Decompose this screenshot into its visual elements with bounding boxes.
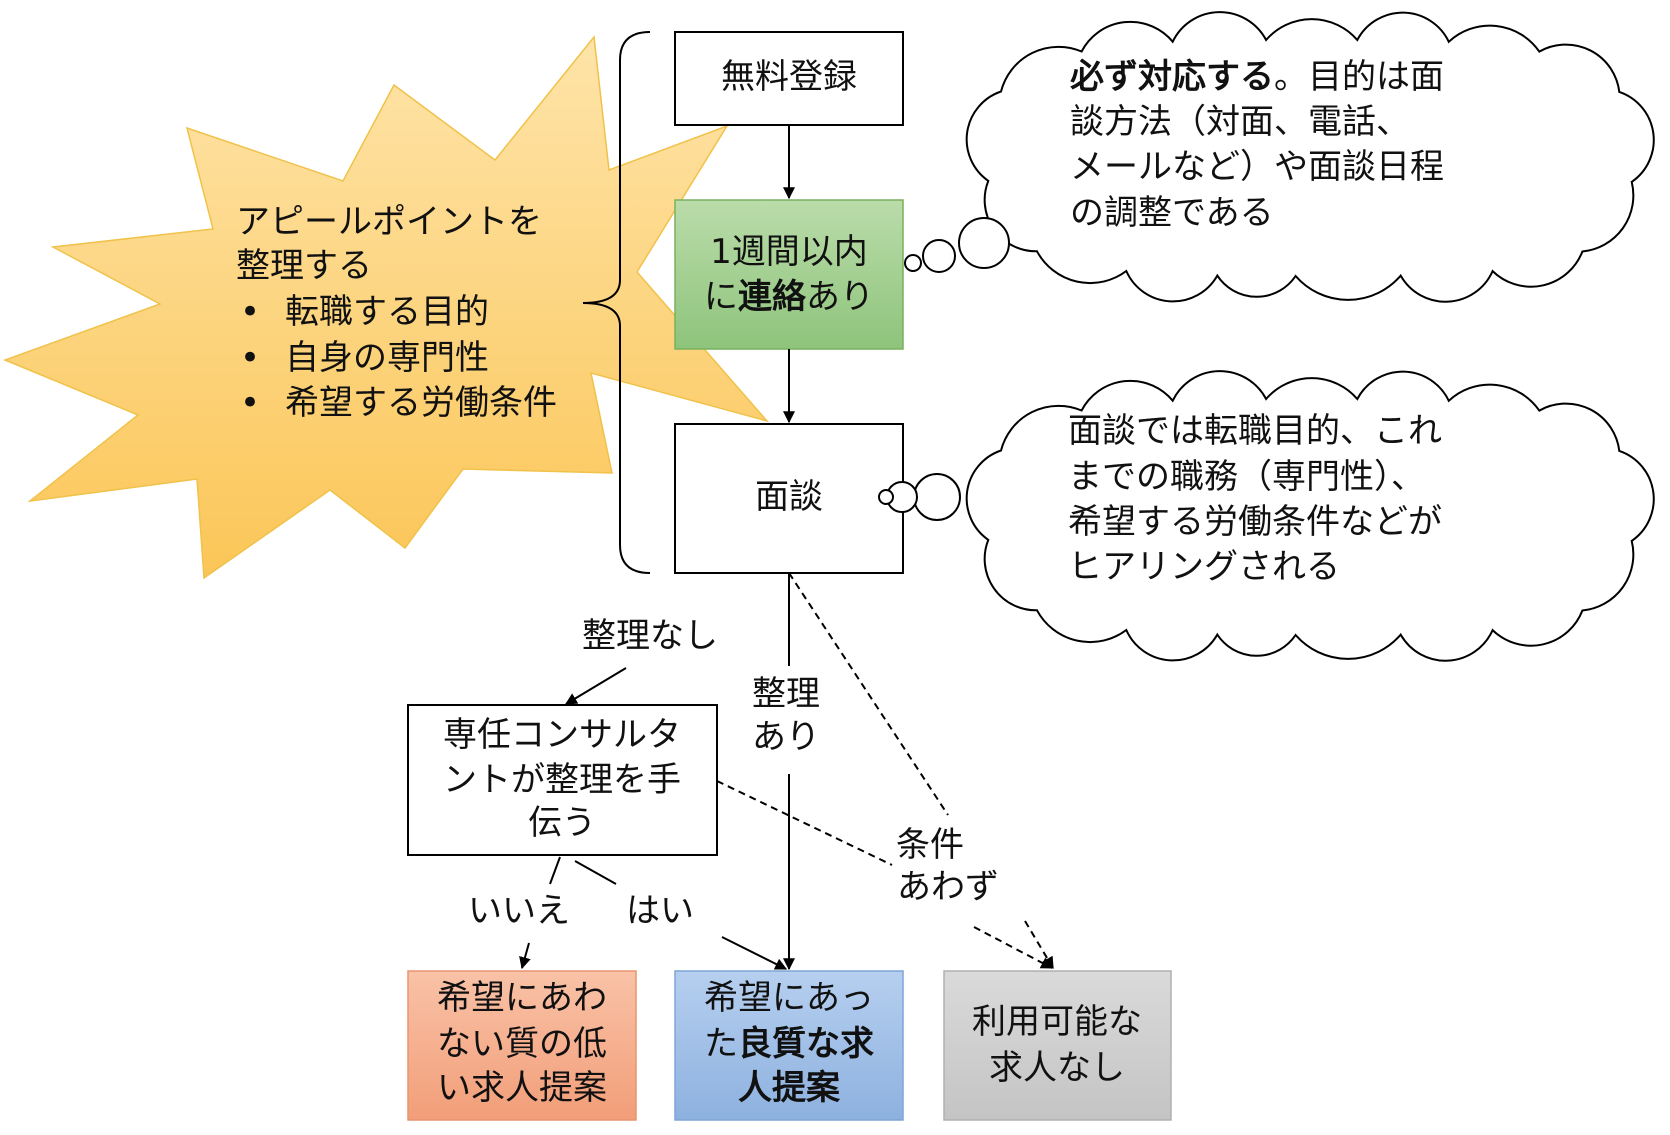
contact-note-line3: メールなど）や面談日程 [1070,147,1444,187]
low-quality-label-line1: 希望にあわ [437,978,607,1018]
contact-note-bubble-medium [922,239,956,273]
no-offer-label-line1: 利用可能な [972,1002,1142,1042]
appeal-bullet-conditions: 希望する労働条件 [285,383,557,423]
contact-note-line4: の調整である [1070,193,1274,233]
edge-label-mismatch-line2: あわず [897,867,999,907]
edge-label-organized-line1: 整理 [752,674,820,714]
consultant-label-line1: 専任コンサルタ [443,715,681,755]
registration-label: 無料登録 [721,57,857,97]
dashed-interview-mismatch-arrow [1024,920,1054,970]
line-yes-upper [574,860,617,885]
edge-label-no: いいえ [468,891,570,931]
contact-label-line2: に連絡あり [704,277,874,317]
consultant-label-line2: ントが整理を手 [443,760,681,800]
bullet-marker: • [240,292,260,332]
bullet-marker: • [240,338,260,378]
interview-note-bubble-small [878,489,894,505]
appeal-bullet-purpose: 転職する目的 [285,292,489,332]
grouping-brace [582,31,651,574]
good-offer-label-line3: 人提案 [738,1068,841,1108]
appeal-title-line1: アピールポイントを [236,202,542,242]
contact-note-line1: 必ず対応する。目的は面 [1070,57,1444,97]
contact-note-bubble-large [958,217,1010,269]
consultant-label-line3: 伝う [528,803,596,843]
contact-label-line1: 1週間以内 [710,232,868,272]
contact-note-line2: 談方法（対面、電話、 [1070,102,1410,142]
dashed-consultant-mismatch-upper [716,780,893,866]
low-quality-label-line2: ない質の低 [437,1024,607,1064]
appeal-title-line2: 整理する [236,246,372,286]
low-quality-label-line3: い求人提案 [437,1068,607,1108]
interview-note-line1: 面談では転職目的、これ [1068,411,1442,451]
no-offer-box [943,970,1172,1121]
interview-note-line2: までの職務（専門性）、 [1068,457,1425,497]
contact-note-bubble-small [904,254,922,272]
dashed-interview-mismatch-upper [788,572,949,816]
edge-label-organized-line2: あり [752,717,820,757]
edge-label-mismatch-line1: 条件 [896,825,964,865]
appeal-starburst [2,35,770,580]
good-offer-label-line2: た良質な求 [704,1024,874,1064]
interview-note-line3: 希望する労働条件などが [1068,502,1442,542]
good-offer-box [674,970,904,1121]
arrow-no-lower [519,942,531,970]
arrow-not-organized [564,667,627,705]
consultant-box [407,704,718,856]
interview-note-bubble-large [913,473,961,521]
registration-box [674,31,904,126]
contact-box [674,199,904,350]
line-no-upper [549,856,561,885]
bullet-marker: • [240,383,260,423]
interview-note-line4: ヒアリングされる [1068,547,1340,587]
appeal-bullet-expertise: 自身の専門性 [285,338,489,378]
dashed-consultant-mismatch-arrow [973,926,1054,969]
no-offer-label-line2: 求人なし [989,1048,1125,1088]
contact-note-cloud [965,11,1655,303]
edge-label-not-organized: 整理なし [582,616,718,656]
interview-label: 面談 [755,477,823,517]
arrow-yes-lower [721,936,788,970]
low-quality-offer-box [407,970,637,1121]
good-offer-label-line1: 希望にあっ [704,978,874,1018]
edge-label-yes: はい [626,891,694,931]
interview-note-cloud [965,370,1655,662]
